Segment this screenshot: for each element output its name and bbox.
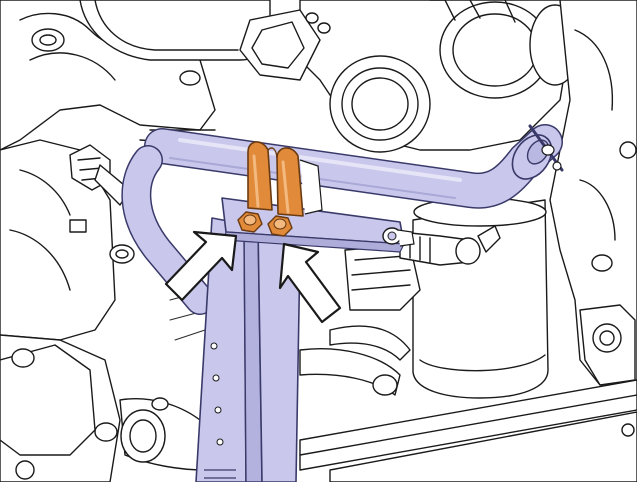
support-bracket: [195, 197, 415, 482]
clamp-nuts: [237, 211, 293, 237]
p-clamps: [247, 141, 323, 217]
callout-arrow-right: [278, 242, 342, 324]
coolant-tube: [121, 124, 564, 315]
callout-arrow-left: [164, 230, 238, 302]
callout-arrows: [164, 230, 342, 324]
